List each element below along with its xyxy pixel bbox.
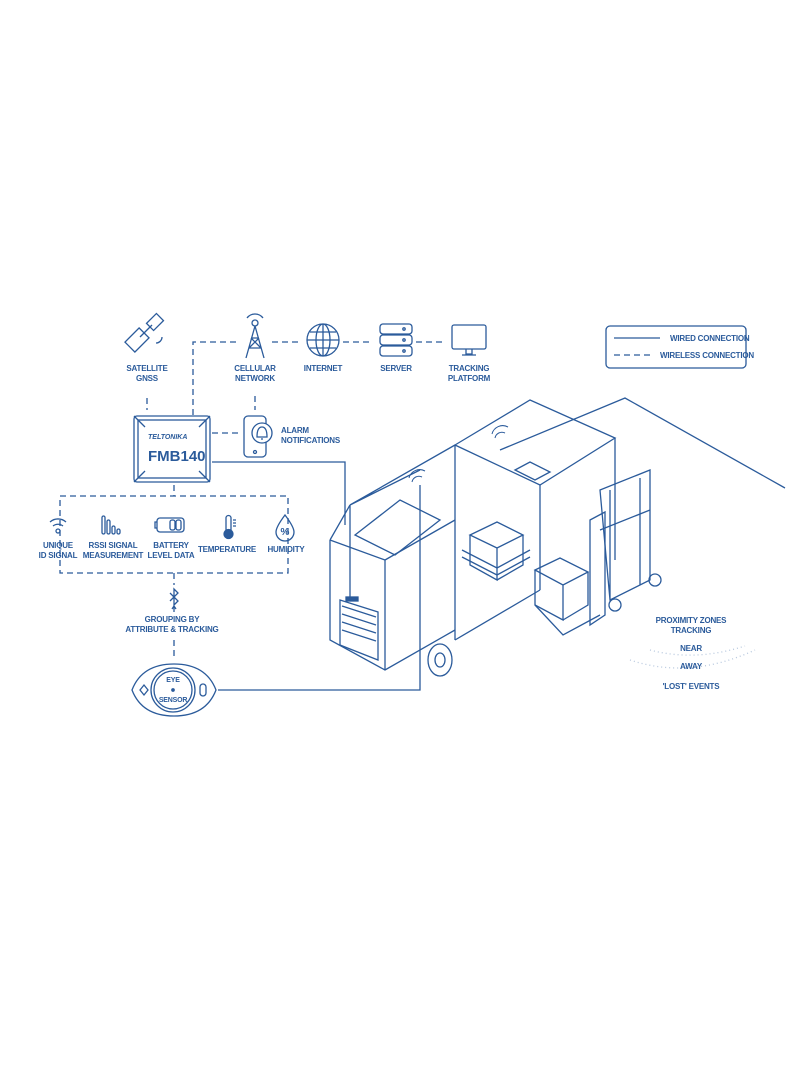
label-alarm: ALARM NOTIFICATIONS [281,426,341,445]
eye-sensor-top: EYE [166,677,180,684]
label-humidity: HUMIDITY [267,545,305,554]
legend-wired: WIRED CONNECTION [670,334,750,343]
label-internet: INTERNET [303,364,343,373]
server-icon [379,323,413,357]
label-grouping: GROUPING BY ATTRIBUTE & TRACKING [125,615,219,634]
satellite-icon [124,312,165,353]
humidity-drop-icon [275,513,295,542]
device-brand: TELTONIKA [148,434,188,441]
battery-icon [154,517,185,533]
phone-alarm-icon [243,415,273,458]
wifi-icon [49,518,67,534]
label-cellular: CELLULAR NETWORK [234,364,276,383]
svg-text:%: % [281,527,290,538]
fmb140-device-icon [133,415,211,483]
bluetooth-icon [169,587,179,612]
label-battery: BATTERY LEVEL DATA [147,541,195,560]
globe-icon [306,323,340,357]
legend-wireless: WIRELESS CONNECTION [660,351,754,360]
proximity-title: PROXIMITY ZONES TRACKING [655,616,727,635]
cell-tower-icon [245,313,265,359]
eye-sensor-bottom: SENSOR [158,697,188,704]
label-platform: TRACKING PLATFORM [447,364,491,383]
device-model: FMB140 [148,448,206,465]
label-unique-id: UNIQUE ID SIGNAL [38,541,78,560]
monitor-icon [451,324,487,356]
label-server: SERVER [380,364,412,373]
label-satellite: SATELLITE GNSS [126,364,168,383]
proximity-lost: 'LOST' EVENTS [662,682,720,691]
label-temperature: TEMPERATURE [197,545,257,554]
proximity-near: NEAR [680,644,702,653]
legend-box [605,325,747,369]
eye-sensor-icon [131,663,217,717]
wireless-connections [59,341,446,660]
label-rssi: RSSI SIGNAL MEASUREMENT [82,541,144,560]
thermometer-icon [223,514,236,540]
truck-illustration [329,397,786,677]
wired-connections [212,461,421,691]
proximity-away: AWAY [679,662,703,671]
signal-bars-icon [101,515,121,535]
